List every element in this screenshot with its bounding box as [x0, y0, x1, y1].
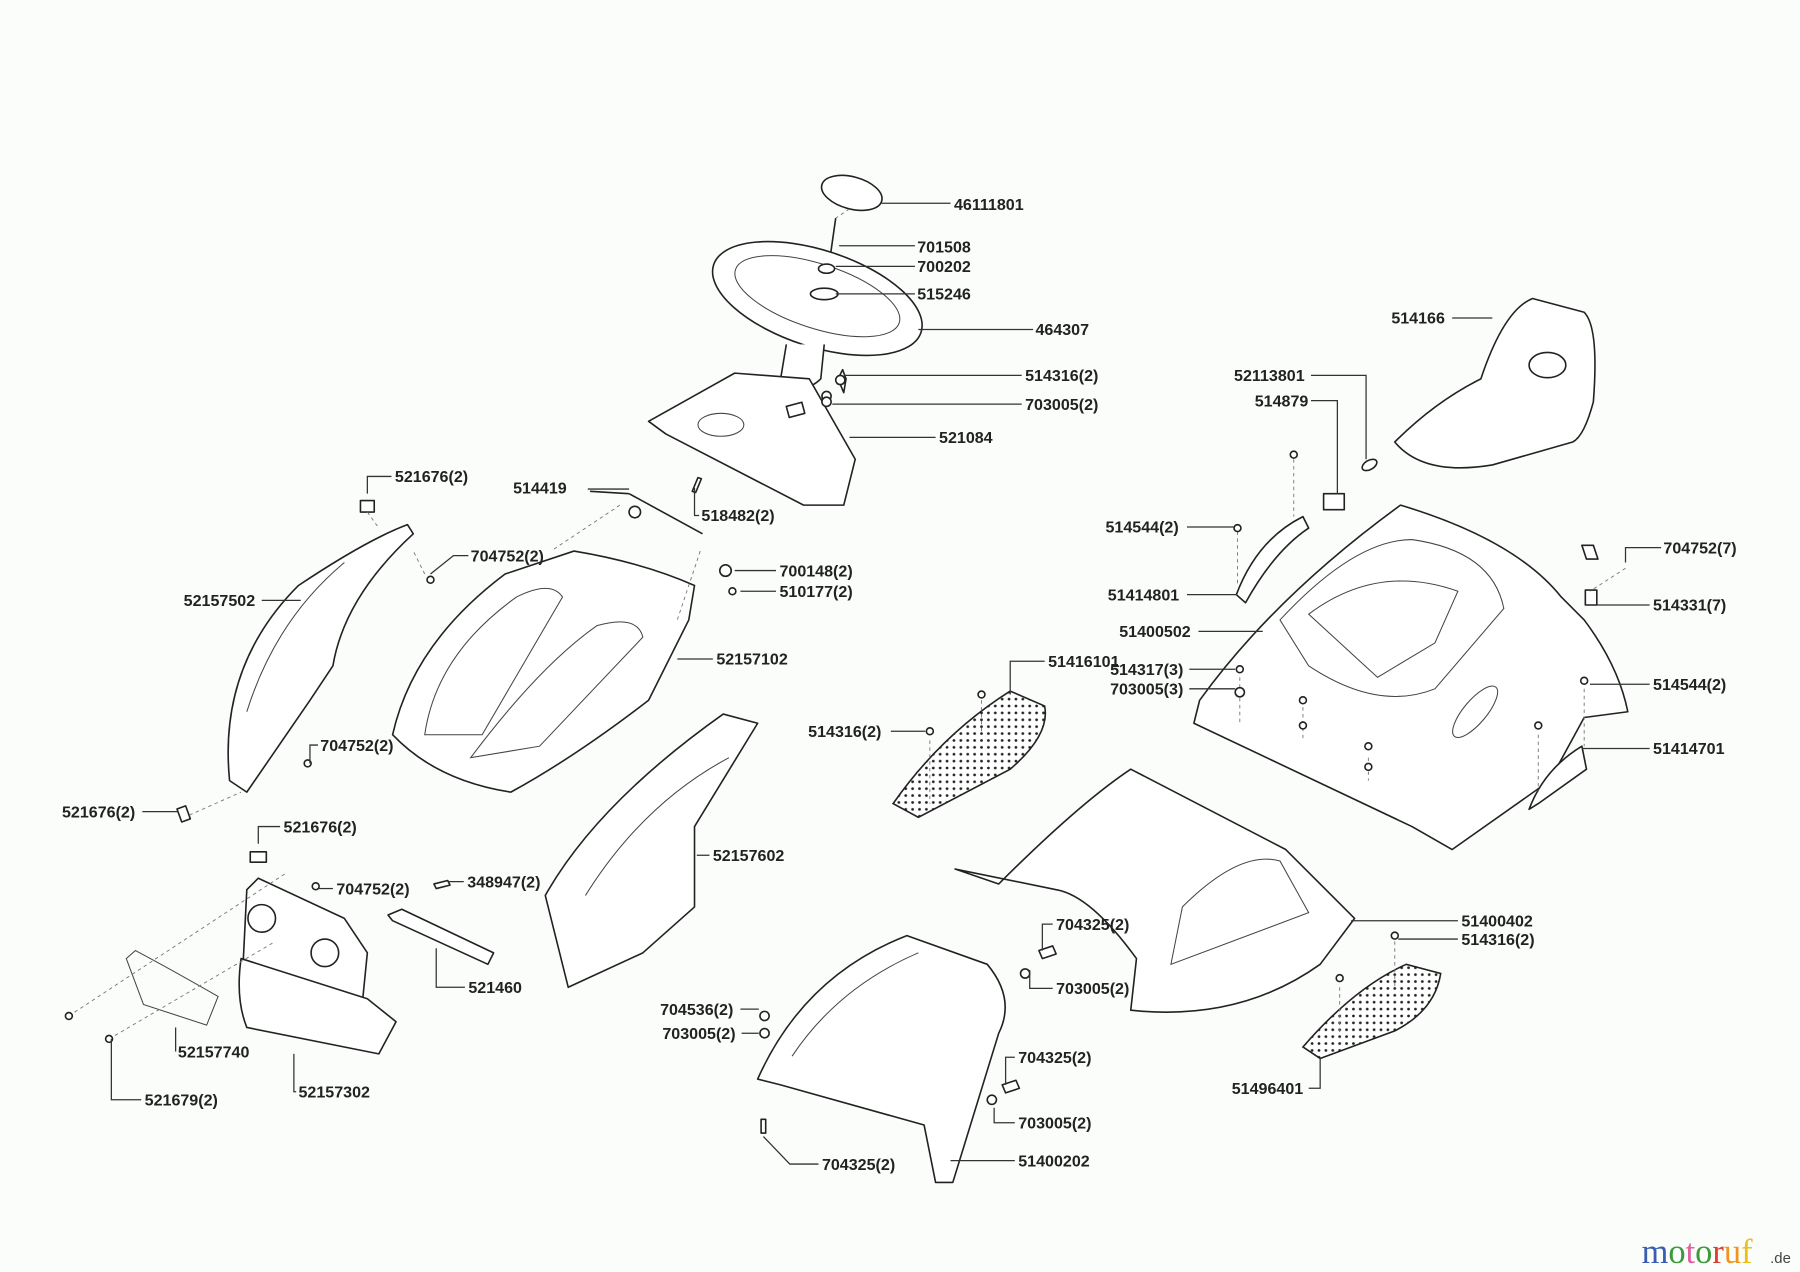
part-labels: 46111801 701508 700202 515246 464307 514… [62, 196, 1737, 1174]
part-label: 514316(2) [1461, 931, 1534, 949]
part-label: 52157740 [178, 1043, 250, 1061]
part-label: 514544(2) [1653, 676, 1726, 694]
part-label: 700202 [917, 258, 971, 276]
logo-letter: f [1741, 1233, 1753, 1271]
front-grille [238, 851, 397, 1055]
part-label: 704325(2) [822, 1156, 895, 1174]
part-label: 514879 [1255, 392, 1309, 410]
part-label: 514316(2) [1025, 367, 1098, 385]
part-label: 700148(2) [779, 562, 852, 580]
part-label: 703005(2) [662, 1025, 735, 1043]
side-trim [1235, 515, 1310, 604]
headlight-lens [68, 872, 288, 1040]
part-label: 521084 [939, 429, 993, 447]
part-label: 704325(2) [1056, 916, 1129, 934]
part-label: 514544(2) [1105, 519, 1178, 537]
part-label: 704752(2) [471, 547, 544, 565]
logo-letter: t [1686, 1233, 1696, 1271]
logo-letter: u [1724, 1233, 1741, 1271]
part-label: 704536(2) [660, 1001, 733, 1019]
hood [391, 490, 733, 793]
right-side-panel [544, 713, 759, 989]
part-label: 514316(2) [808, 723, 881, 741]
part-label: 701508 [917, 239, 971, 257]
part-label: 515246 [917, 286, 971, 304]
dashboard-panel [647, 368, 857, 506]
seat [1393, 297, 1596, 469]
footboard-left [891, 690, 1047, 819]
part-label: 514419 [513, 480, 567, 498]
rear-body [1193, 504, 1629, 851]
part-label: 52157502 [184, 592, 256, 610]
logo-suffix: .de [1770, 1250, 1791, 1267]
part-label: 521676(2) [62, 803, 135, 821]
part-label: 464307 [1035, 321, 1089, 339]
part-label: 703005(2) [1056, 980, 1129, 998]
part-label: 52157102 [716, 651, 788, 669]
logo-letter: m [1642, 1233, 1669, 1271]
part-label: 521676(2) [284, 818, 357, 836]
part-label: 510177(2) [779, 583, 852, 601]
part-label: 51400402 [1461, 912, 1533, 930]
part-label: 521676(2) [395, 468, 468, 486]
part-label: 514317(3) [1110, 661, 1183, 679]
part-label: 51496401 [1232, 1080, 1304, 1098]
part-label: 704752(7) [1663, 539, 1736, 557]
logo-letter: o [1695, 1233, 1712, 1271]
part-label: 348947(2) [467, 873, 540, 891]
bracket [387, 879, 495, 966]
part-label: 52157602 [713, 847, 785, 865]
footboard-right [1301, 963, 1442, 1060]
logo-letter: r [1712, 1233, 1724, 1271]
part-label: 51416101 [1048, 653, 1120, 671]
part-label: 521679(2) [145, 1092, 218, 1110]
steering-cap [820, 174, 883, 212]
fasteners [64, 374, 1626, 1044]
part-label: 704752(2) [336, 880, 409, 898]
part-label: 51400502 [1119, 623, 1191, 641]
left-side-panel [176, 499, 426, 823]
front-cowl [756, 934, 1057, 1184]
part-label: 514331(7) [1653, 597, 1726, 615]
part-label: 704752(2) [320, 737, 393, 755]
part-label: 703005(3) [1110, 681, 1183, 699]
part-label: 703005(2) [1025, 396, 1098, 414]
part-label: 51414801 [1108, 586, 1180, 604]
part-label: 521460 [468, 979, 522, 997]
part-label: 51414701 [1653, 740, 1725, 758]
svg-text:motoruf: motoruf [1642, 1233, 1753, 1271]
part-label: 52113801 [1234, 367, 1305, 385]
part-label: 704325(2) [1018, 1049, 1091, 1067]
switch [1322, 458, 1378, 511]
steering-wheel [711, 240, 923, 389]
part-label: 514166 [1391, 310, 1445, 328]
motoruf-logo: motoruf .de [1642, 1233, 1791, 1271]
logo-letter: o [1668, 1233, 1685, 1271]
part-label: 703005(2) [1018, 1114, 1091, 1132]
part-label: 46111801 [954, 196, 1024, 214]
part-label: 518482(2) [701, 507, 774, 525]
part-label: 51400202 [1018, 1152, 1090, 1170]
part-label: 52157302 [298, 1083, 370, 1101]
leader-lines [110, 202, 1662, 1165]
rear-fender-front [954, 768, 1356, 1013]
